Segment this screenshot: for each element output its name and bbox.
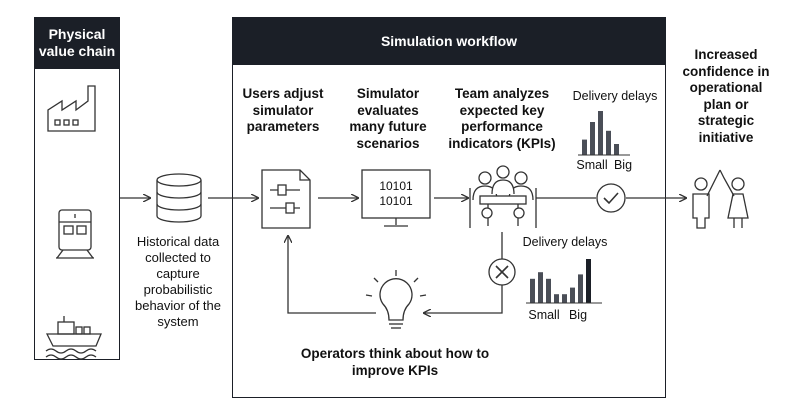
good-chart-bar bbox=[590, 122, 595, 155]
cross-icon bbox=[488, 258, 516, 286]
good-chart-bar bbox=[582, 139, 587, 155]
step-evaluate-label: Simulator evaluates many future scenario… bbox=[349, 86, 427, 151]
database-icon bbox=[156, 173, 202, 223]
bad-chart-bar bbox=[546, 278, 551, 303]
bad-chart-bar bbox=[570, 287, 575, 303]
monitor-line-1: 10101 bbox=[379, 179, 413, 193]
train-icon bbox=[56, 209, 94, 259]
bad-chart-small-label: Small bbox=[528, 308, 560, 322]
check-icon bbox=[596, 183, 626, 213]
good-chart-big-label: Big bbox=[613, 158, 633, 172]
loop-label: Operators think about how to improve KPI… bbox=[300, 346, 490, 378]
simulation-workflow-title: Simulation workflow bbox=[232, 17, 666, 65]
bad-chart-bar bbox=[554, 294, 559, 303]
lightbulb-icon bbox=[365, 270, 427, 329]
bad-kpi-chart bbox=[526, 259, 602, 304]
bad-chart-bar bbox=[562, 294, 567, 303]
good-chart-small-label: Small bbox=[576, 158, 608, 172]
ship-icon bbox=[45, 316, 102, 360]
bad-chart-title: Delivery delays bbox=[522, 235, 608, 249]
step-analyze-label: Team analyzes expected key performance i… bbox=[448, 86, 556, 151]
step-adjust-label: Users adjust simulator parameters bbox=[242, 86, 324, 134]
outcome-label: Increased confidence in operational plan… bbox=[682, 47, 770, 145]
factory-icon bbox=[47, 85, 96, 132]
arrow-cross-to-bulb bbox=[424, 285, 503, 313]
bad-chart-bar bbox=[586, 259, 591, 303]
document-parameters-icon bbox=[261, 169, 311, 229]
bad-chart-bar bbox=[530, 278, 535, 303]
good-chart-bar bbox=[606, 130, 611, 155]
bad-chart-bar bbox=[538, 272, 543, 303]
arrow-bulb-to-adjust bbox=[288, 236, 376, 314]
team-meeting-icon bbox=[469, 165, 537, 228]
good-chart-bar bbox=[614, 144, 619, 155]
bad-chart-bar bbox=[578, 274, 583, 303]
bad-chart-big-label: Big bbox=[568, 308, 588, 322]
physical-value-chain-title: Physical value chain bbox=[34, 17, 120, 69]
good-chart-title: Delivery delays bbox=[572, 89, 658, 103]
historical-data-label: Historical data collected to capture pro… bbox=[134, 234, 221, 329]
high-five-icon bbox=[692, 169, 749, 229]
good-kpi-chart bbox=[578, 111, 630, 156]
good-chart-bar bbox=[598, 111, 603, 155]
monitor-binary-icon: 10101 10101 bbox=[361, 169, 431, 227]
monitor-line-2: 10101 bbox=[379, 194, 413, 208]
